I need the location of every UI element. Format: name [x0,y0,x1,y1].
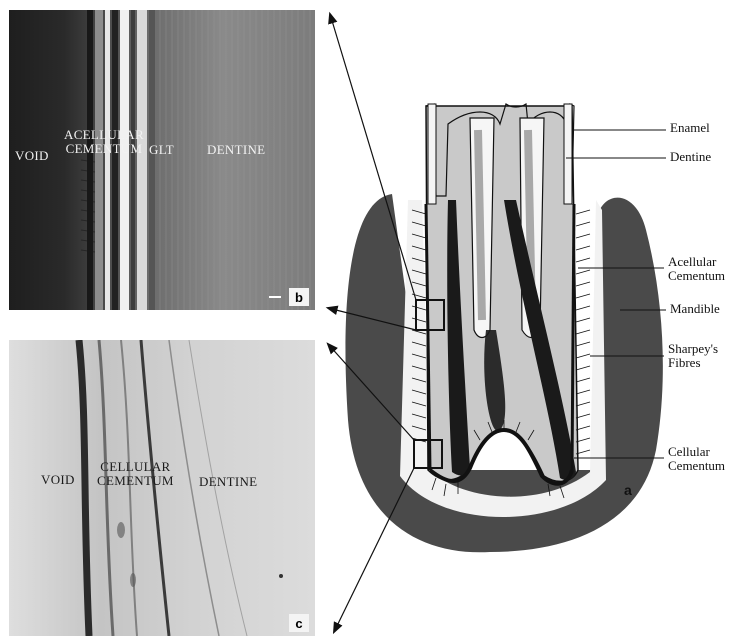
label-sharpeys-line2: Fibres [668,356,718,370]
label-sharpeys-line1: Sharpey's [668,342,718,356]
label-acellular-line2: Cementum [668,269,725,283]
pulp-inner-left [478,130,482,320]
cementum-right [572,204,574,470]
enamel-left-strip [428,104,436,204]
enamel-right-strip [564,104,572,204]
label-cellular-line2: Cementum [668,459,725,473]
figure-letter-a: a [624,482,632,498]
label-enamel: Enamel [670,121,710,135]
sharpeys-fibres-right [576,210,590,454]
label-mandible: Mandible [670,302,720,316]
label-cellular-cementum: Cellular Cementum [668,445,725,473]
label-sharpeys-fibres: Sharpey's Fibres [668,342,718,370]
label-dentine: Dentine [670,150,711,164]
label-cellular-line1: Cellular [668,445,725,459]
label-acellular-line1: Acellular [668,255,725,269]
label-acellular-cementum: Acellular Cementum [668,255,725,283]
